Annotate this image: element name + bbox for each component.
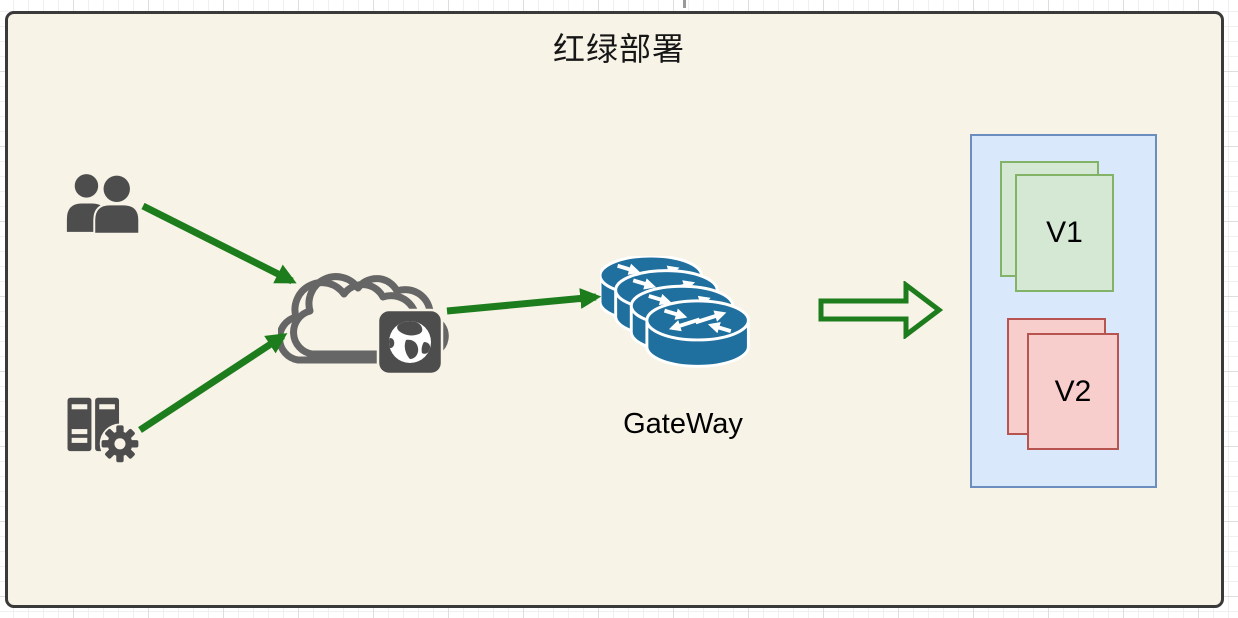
v2-label: V2 [1054, 374, 1092, 408]
router-front [647, 301, 749, 366]
gear-icon [99, 423, 141, 465]
servers-gear-icon[interactable] [62, 394, 154, 466]
diagram-title: 红绿部署 [552, 31, 685, 67]
v1-label: V1 [1046, 216, 1083, 249]
v2-box-front[interactable]: V2 [1027, 333, 1119, 450]
router-stack-icon[interactable] [600, 256, 766, 378]
v1-box-front[interactable]: V1 [1015, 174, 1114, 292]
gateway-label: GateWay [623, 408, 743, 440]
page-boundary-tick [683, 0, 686, 8]
users-icon[interactable] [62, 171, 150, 234]
globe-icon [376, 308, 444, 376]
cloud-globe-icon[interactable] [278, 254, 456, 376]
person-front [93, 173, 141, 234]
block-arrow-icon[interactable] [818, 281, 944, 339]
